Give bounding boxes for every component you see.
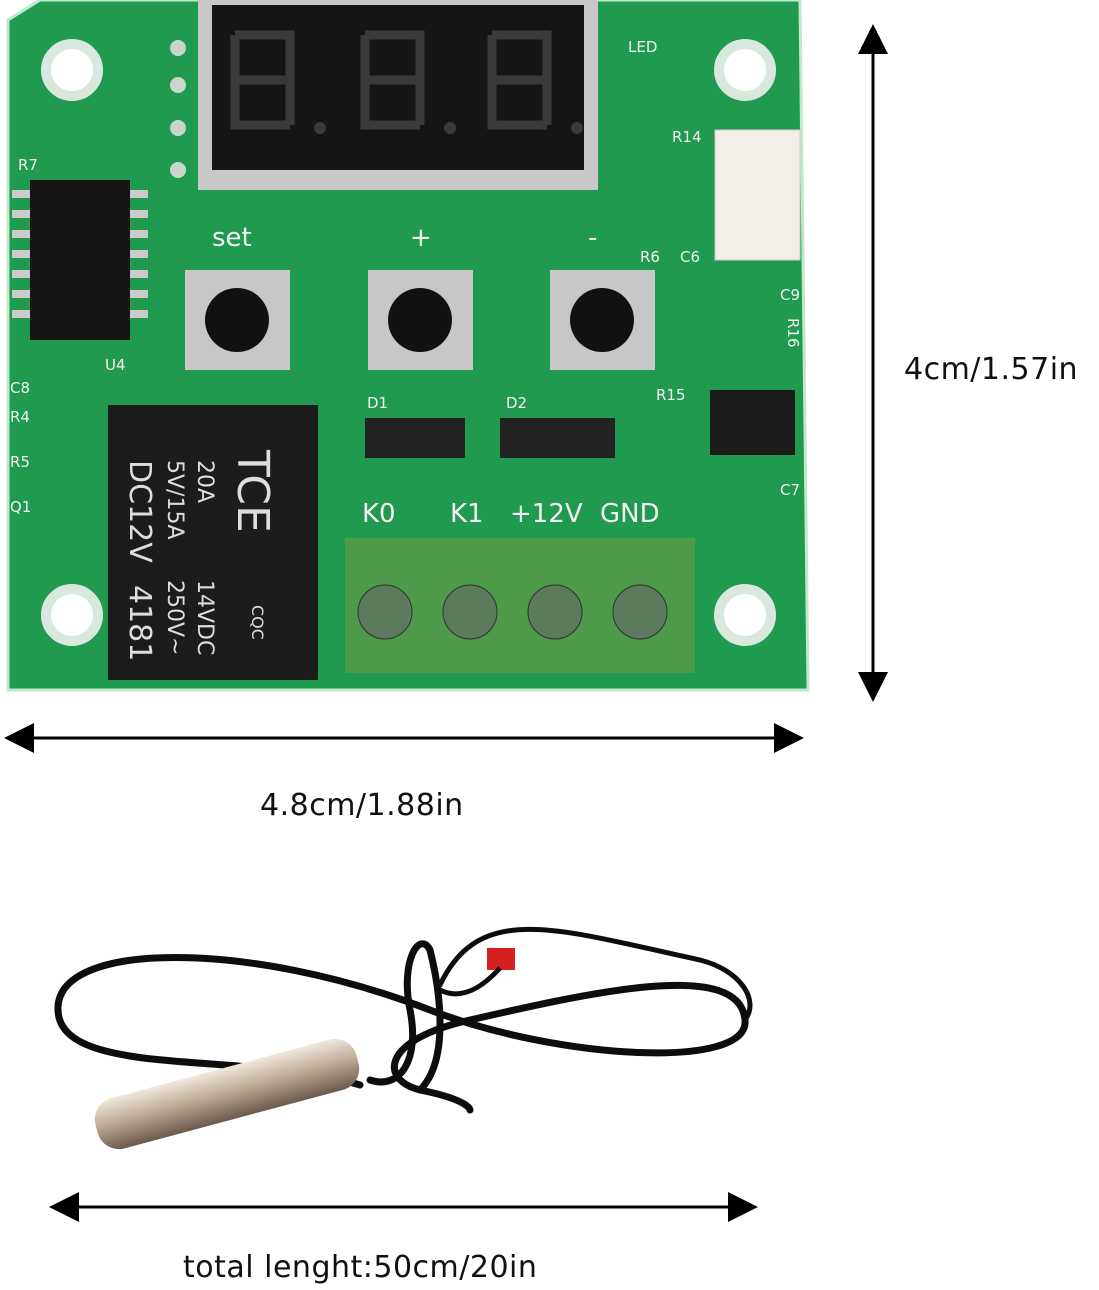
svg-text:LED: LED	[628, 38, 657, 56]
svg-text:-: -	[588, 223, 597, 253]
svg-text:R6: R6	[640, 248, 660, 266]
svg-text:K1: K1	[450, 499, 484, 529]
svg-text:GND: GND	[600, 499, 660, 529]
width-label: 4.8cm/1.88in	[260, 788, 464, 823]
seven-segment-display	[198, 0, 598, 190]
svg-text:+12V: +12V	[510, 499, 583, 529]
svg-text:D2: D2	[506, 394, 527, 412]
svg-text:C9: C9	[780, 286, 800, 304]
svg-text:20A: 20A	[192, 460, 217, 503]
svg-text:C6: C6	[680, 248, 700, 266]
svg-text:U4: U4	[105, 356, 126, 374]
silkscreen-labels: set + - K0 K1 +12V GND LED R7 U4 C8 R4 R…	[10, 38, 802, 529]
connector-plug	[487, 948, 515, 970]
svg-text:K0: K0	[362, 499, 396, 529]
button-plus	[368, 270, 473, 370]
temperature-probe-cable	[54, 926, 753, 1114]
svg-text:R15: R15	[656, 386, 686, 404]
svg-text:set: set	[212, 223, 252, 253]
svg-text:Q1: Q1	[10, 498, 31, 516]
svg-text:+: +	[410, 223, 432, 253]
svg-text:C7: C7	[780, 481, 800, 499]
svg-text:DC12V: DC12V	[122, 460, 157, 563]
cable-length-label: total lenght:50cm/20in	[183, 1250, 538, 1285]
svg-text:14VDC: 14VDC	[192, 580, 217, 655]
svg-text:250V~: 250V~	[162, 580, 187, 655]
button-set	[185, 270, 290, 370]
thermostat-pcb: TCE 20A 5V/15A DC12V 14VDC 250V~ 4181 CQ…	[6, 0, 810, 692]
svg-text:C8: C8	[10, 379, 30, 397]
svg-text:R5: R5	[10, 453, 30, 471]
svg-text:CQC: CQC	[248, 605, 267, 640]
svg-text:R14: R14	[672, 128, 702, 146]
svg-text:R7: R7	[18, 156, 38, 174]
relay: TCE 20A 5V/15A DC12V 14VDC 250V~ 4181 CQ…	[108, 405, 318, 680]
svg-text:TCE: TCE	[227, 449, 278, 533]
steel-probe	[94, 1038, 360, 1150]
svg-text:4181: 4181	[122, 585, 157, 661]
height-label: 4cm/1.57in	[904, 352, 1079, 387]
svg-text:R4: R4	[10, 408, 30, 426]
mounting-holes	[41, 39, 776, 646]
terminal-block	[345, 538, 695, 673]
ic-chip	[30, 180, 130, 340]
svg-text:5V/15A: 5V/15A	[162, 460, 187, 540]
button-minus	[550, 270, 655, 370]
svg-text:D1: D1	[367, 394, 388, 412]
svg-text:R16: R16	[784, 318, 802, 348]
